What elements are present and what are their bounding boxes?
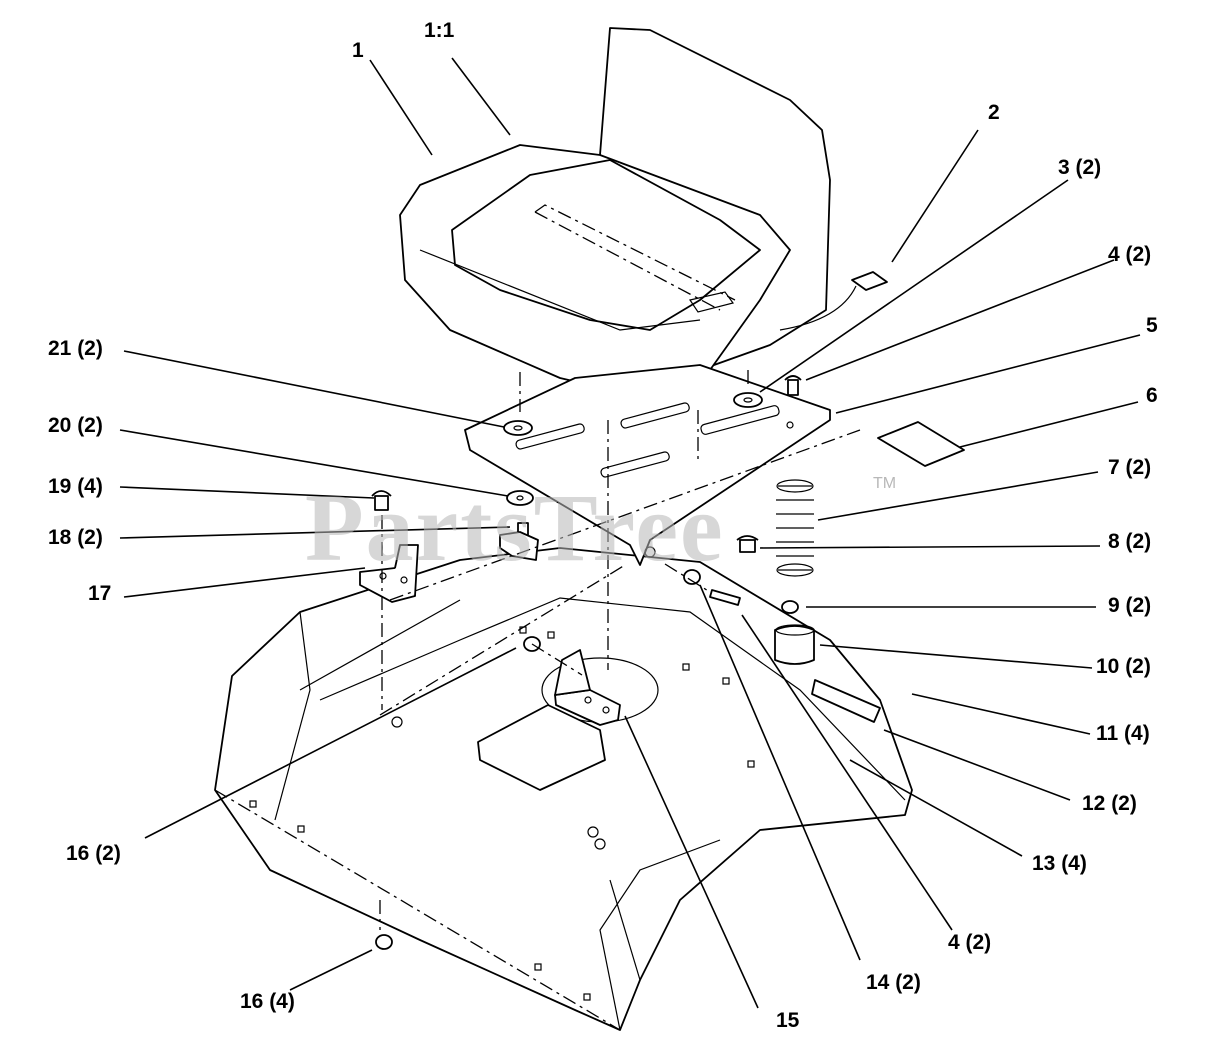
callout-16a: 16 (2) [66, 842, 121, 865]
callout-4a: 4 (2) [1108, 243, 1151, 266]
callout-1: 1 [352, 39, 364, 62]
callout-14: 14 (2) [866, 971, 921, 994]
brackets [359, 544, 621, 726]
callout-7: 7 (2) [1108, 456, 1151, 479]
callout-19: 19 (4) [48, 475, 103, 498]
callout-21: 21 (2) [48, 337, 103, 360]
trademark: TM [873, 475, 896, 492]
callout-6: 6 [1146, 384, 1158, 407]
callout-11: 11 (4) [1096, 722, 1150, 745]
callout-4b: 4 (2) [948, 931, 991, 954]
callout-2: 2 [988, 101, 1000, 124]
callout-10: 10 (2) [1096, 655, 1151, 678]
callout-3: 3 (2) [1058, 156, 1101, 179]
callout-12: 12 (2) [1082, 792, 1137, 815]
decal-6 [877, 421, 965, 467]
callouts: 1 1:1 2 3 (2) 4 (2) 5 6 7 (2) 8 (2) 9 (2… [48, 19, 1158, 1032]
fender-deck [214, 547, 913, 1031]
callout-5: 5 [1146, 314, 1158, 337]
decal-2 [779, 271, 888, 331]
callout-9: 9 (2) [1108, 594, 1151, 617]
callout-16b: 16 (4) [240, 990, 295, 1013]
seat [399, 27, 831, 393]
leader-lines [119, 57, 1141, 1009]
callout-8: 8 (2) [1108, 530, 1151, 553]
callout-1-1: 1:1 [424, 19, 455, 42]
assembly-lines [214, 370, 861, 1031]
callout-13: 13 (4) [1032, 852, 1087, 875]
callout-18: 18 (2) [48, 526, 103, 549]
seat-plate [464, 364, 831, 566]
callout-15: 15 [776, 1009, 800, 1032]
callout-20: 20 (2) [48, 414, 103, 437]
hardware [371, 375, 881, 950]
callout-17: 17 [88, 582, 111, 605]
watermark: PartsTree [305, 474, 725, 581]
